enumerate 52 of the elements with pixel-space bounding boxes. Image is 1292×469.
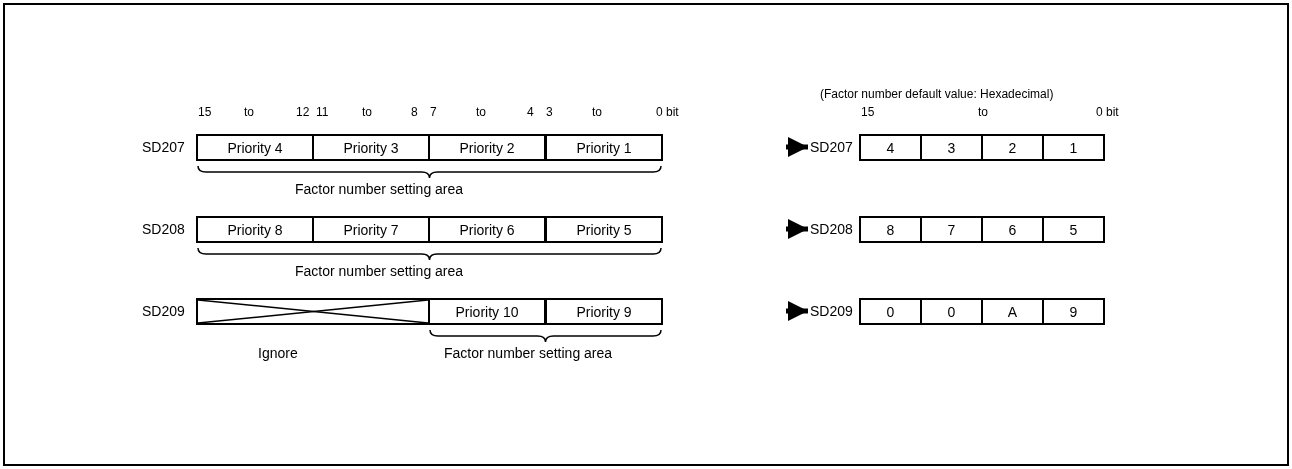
register-field: Priority 5 [545, 216, 663, 243]
register-field: Priority 4 [196, 134, 314, 161]
register-field: Priority 6 [428, 216, 546, 243]
register-field: 7 [920, 216, 983, 243]
register-field: Priority 2 [428, 134, 546, 161]
bit-number: 4 [527, 104, 534, 120]
bit-number: 3 [546, 104, 553, 120]
bit-range-word: to [592, 104, 602, 120]
register-field: Priority 1 [545, 134, 663, 161]
register-field: Priority 10 [428, 298, 546, 325]
crossed-out-field [196, 298, 430, 325]
bit-number: 15 [861, 104, 875, 120]
area-caption: Factor number setting area [444, 345, 613, 361]
bit-number: 8 [411, 104, 418, 120]
bit-number: 12 [296, 104, 310, 120]
arrow [786, 137, 808, 157]
register-field: 6 [981, 216, 1044, 243]
bit-number: 0 bit [656, 104, 679, 120]
register-field: Priority 7 [312, 216, 430, 243]
register-name: SD209 [810, 302, 853, 320]
register-name: SD209 [142, 303, 185, 319]
register-field: 0 [859, 298, 922, 325]
register-field: 4 [859, 134, 922, 161]
register-field: 5 [1042, 216, 1105, 243]
bit-number: 11 [316, 104, 329, 120]
register-name: SD208 [810, 220, 853, 238]
register-field: Priority 8 [196, 216, 314, 243]
bit-range-word: to [978, 104, 988, 120]
bit-range-word: to [476, 104, 486, 120]
table-heading: (Factor number default value: Hexadecimal) [820, 86, 1054, 102]
register-field: 9 [1042, 298, 1105, 325]
bit-number: 15 [198, 104, 212, 120]
bit-number: 7 [430, 104, 437, 120]
bit-range-word: to [244, 104, 254, 120]
register-field: 0 [920, 298, 983, 325]
arrow [786, 301, 808, 321]
register-field: A [981, 298, 1044, 325]
register-field: 8 [859, 216, 922, 243]
register-name: SD207 [810, 138, 853, 156]
bit-range-word: to [362, 104, 372, 120]
area-caption: Factor number setting area [295, 263, 464, 279]
bit-number: 0 bit [1096, 104, 1119, 120]
register-field: Priority 3 [312, 134, 430, 161]
register-field: 1 [1042, 134, 1105, 161]
area-caption: Factor number setting area [295, 181, 464, 197]
register-name: SD207 [142, 139, 185, 155]
register-name: SD208 [142, 221, 185, 237]
register-field: 3 [920, 134, 983, 161]
area-caption: Ignore [258, 345, 298, 361]
register-field: Priority 9 [545, 298, 663, 325]
arrow [786, 219, 808, 239]
register-field: 2 [981, 134, 1044, 161]
